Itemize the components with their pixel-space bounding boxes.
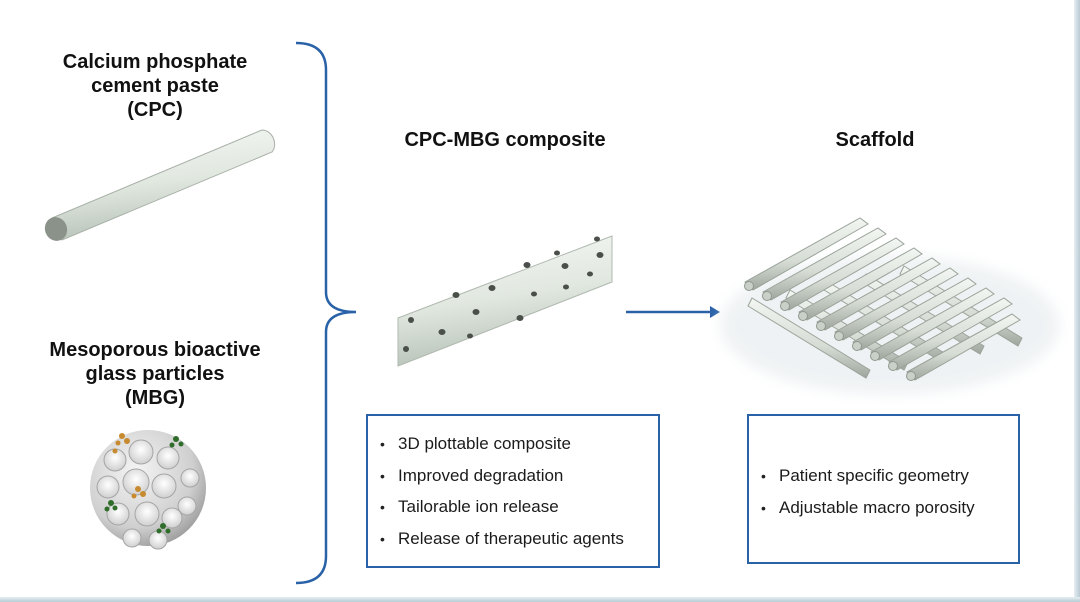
bullet-icon: • — [380, 467, 385, 484]
bullet-icon: • — [380, 499, 385, 515]
bullet-icon: • — [380, 530, 385, 547]
list-item-text: 3D plottable composite — [398, 434, 571, 453]
grouping-brace — [295, 41, 357, 585]
list-item: • Tailorable ion release — [380, 497, 648, 517]
mbg-label: Mesoporous bioactive glass particles (MB… — [20, 338, 290, 410]
frame-edge-bottom — [0, 597, 1080, 602]
list-item-text: Tailorable ion release — [398, 497, 559, 516]
list-item: • Improved degradation — [380, 466, 648, 486]
cpc-rod-icon — [44, 129, 276, 241]
list-item-text: Adjustable macro porosity — [779, 497, 975, 517]
composite-title: CPC-MBG composite — [404, 129, 606, 151]
bullet-icon: • — [380, 436, 385, 452]
list-item: • Release of therapeutic agents — [380, 529, 648, 549]
list-item-text: Improved degradation — [398, 465, 564, 485]
scaffold-properties-list: • Patient specific geometry • Adjustable m… — [761, 466, 1008, 518]
list-item-text: Patient specific geometry — [779, 466, 969, 485]
mbg-particle-icon — [90, 430, 206, 550]
scaffold-title: Scaffold — [835, 129, 915, 151]
list-item: • 3D plottable composite — [380, 434, 648, 454]
scaffold-properties-box: • Patient specific geometry • Adjustable m… — [747, 414, 1020, 564]
bullet-icon: • — [761, 499, 766, 516]
cpc-label-line: Calcium phosphate — [62, 51, 248, 73]
mbg-label-line: (MBG) — [125, 387, 185, 409]
composite-properties-list: • 3D plottable composite • Improved degrad… — [380, 434, 648, 549]
process-arrow — [626, 306, 720, 318]
mbg-label-line: Mesoporous bioactive — [49, 339, 261, 361]
cpc-label-line: (CPC) — [127, 99, 183, 121]
cpc-label: Calcium phosphate cement paste (CPC) — [30, 50, 280, 122]
composite-properties-box: • 3D plottable composite • Improved degrad… — [366, 414, 660, 568]
cpc-label-line: cement paste — [91, 75, 219, 97]
list-item: • Adjustable macro porosity — [761, 498, 1008, 518]
scaffold-lattice-icon — [720, 217, 1060, 395]
mbg-label-line: glass particles — [85, 363, 225, 385]
list-item: • Patient specific geometry — [761, 466, 1008, 486]
composite-rod-icon — [397, 235, 613, 367]
list-item-text: Release of therapeutic agents — [398, 528, 624, 548]
frame-edge-right — [1074, 0, 1080, 602]
bullet-icon: • — [761, 468, 766, 484]
